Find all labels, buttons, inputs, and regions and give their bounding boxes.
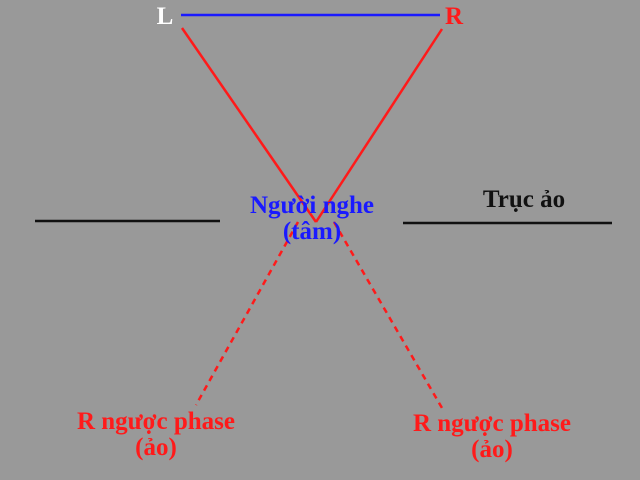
right-real-path [314, 28, 444, 223]
listener-label-line2: (tâm) [282, 218, 342, 245]
ghost-right-line2: (ảo) [471, 436, 513, 463]
ghost-left-line1: R ngược phase [76, 408, 236, 435]
ghost-left-line2: (ảo) [135, 434, 177, 461]
right-ghost-path [332, 221, 444, 409]
left-speaker-label: L [156, 3, 174, 30]
listener-label-line1: Người nghe [250, 192, 374, 219]
virtual-axis-label: Trục ảo [482, 186, 566, 213]
left-ghost-path [194, 221, 300, 406]
right-speaker-label: R [444, 3, 464, 30]
left-real-path [180, 27, 318, 223]
ghost-right-line1: R ngược phase [412, 410, 572, 437]
ghost-speaker-left-label: R ngược phase (ảo) [36, 409, 276, 461]
listener-label: Người nghe (tâm) [222, 193, 402, 245]
ghost-speaker-right-label: R ngược phase (ảo) [372, 411, 612, 463]
